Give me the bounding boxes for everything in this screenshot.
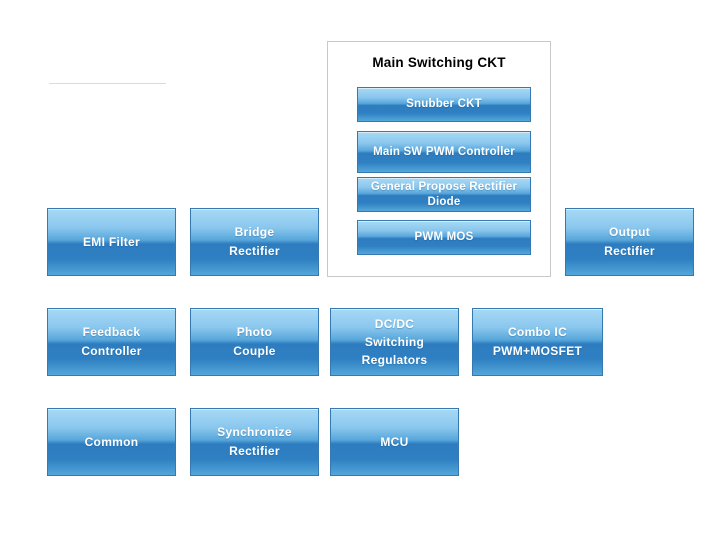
block-label-line: Switching <box>364 335 425 349</box>
block-label: Common <box>84 434 139 449</box>
block-label-line: Photo <box>236 325 273 339</box>
button-main-sw-pwm-controller[interactable]: Main SW PWM Controller <box>357 131 531 173</box>
block-label: EMI Filter <box>82 234 140 249</box>
block-label-line: Controller <box>81 344 142 358</box>
block-label-line: Couple <box>233 344 276 358</box>
block-label-line: Synchronize <box>217 425 292 439</box>
block-label: MCU <box>380 434 409 449</box>
button-label: PWM MOS <box>414 231 474 243</box>
button-general-propose-rectifier-diode[interactable]: General Propose Rectifier Diode <box>357 177 531 212</box>
block-label-line: Regulators <box>361 353 428 367</box>
block-feedback-controller[interactable]: Feedback Controller <box>47 308 176 376</box>
button-label-line: General Propose Rectifier <box>370 180 518 193</box>
block-label-line: Bridge <box>234 225 275 239</box>
block-bridge-rectifier[interactable]: Bridge Rectifier <box>190 208 319 276</box>
block-photo-couple[interactable]: Photo Couple <box>190 308 319 376</box>
button-pwm-mos[interactable]: PWM MOS <box>357 220 531 255</box>
block-label-line: Rectifier <box>229 244 280 258</box>
block-mcu[interactable]: MCU <box>330 408 459 476</box>
block-emi-filter[interactable]: EMI Filter <box>47 208 176 276</box>
button-snubber-ckt[interactable]: Snubber CKT <box>357 87 531 122</box>
block-common[interactable]: Common <box>47 408 176 476</box>
button-label: Snubber CKT <box>406 98 482 110</box>
block-label-line: DC/DC <box>374 317 415 331</box>
block-label-line: Feedback <box>82 325 141 339</box>
main-switching-ckt-panel: Main Switching CKT Snubber CKT Main SW P… <box>327 41 551 277</box>
block-label-line: Output <box>608 225 651 239</box>
block-combo-ic-pwm-mosfet[interactable]: Combo IC PWM+MOSFET <box>472 308 603 376</box>
panel-title: Main Switching CKT <box>372 55 506 70</box>
block-label-line: PWM+MOSFET <box>492 344 583 358</box>
faint-accent-line <box>49 83 166 84</box>
block-label-line: Combo IC <box>507 325 568 339</box>
button-label: Main SW PWM Controller <box>373 145 515 158</box>
button-label-line: Diode <box>427 195 461 208</box>
block-label-line: Rectifier <box>229 444 280 458</box>
block-output-rectifier[interactable]: Output Rectifier <box>565 208 694 276</box>
block-synchronize-rectifier[interactable]: Synchronize Rectifier <box>190 408 319 476</box>
block-dcdc-switching-regulators[interactable]: DC/DC Switching Regulators <box>330 308 459 376</box>
block-label-line: Rectifier <box>604 244 655 258</box>
